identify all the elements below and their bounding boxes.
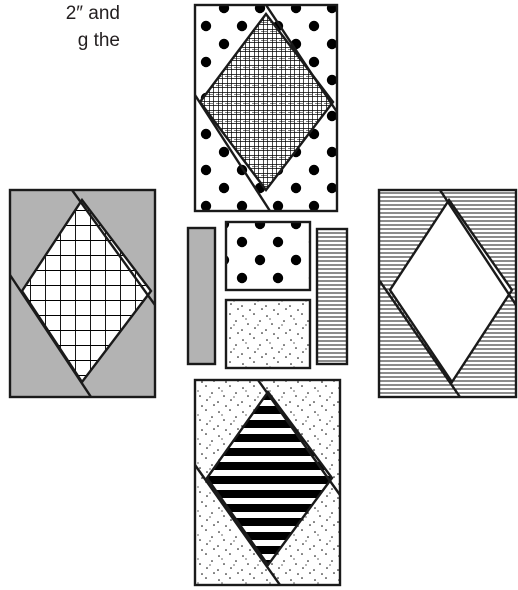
stripe-strip (317, 229, 347, 364)
gray-strip (188, 228, 215, 364)
speckle-square (226, 300, 310, 368)
right-block (379, 190, 516, 397)
left-block (10, 190, 155, 397)
center-pieces (188, 222, 347, 368)
dot-square (226, 222, 310, 290)
bottom-block (195, 380, 340, 585)
top-block (195, 5, 337, 211)
